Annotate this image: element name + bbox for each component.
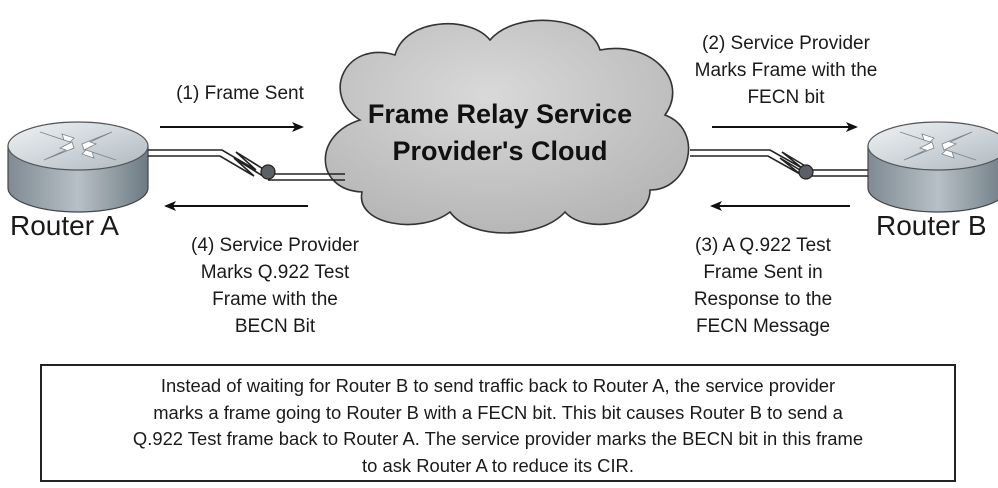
router-a-label: Router A xyxy=(10,210,119,241)
step4-line: Marks Q.922 Test xyxy=(200,262,350,283)
step4-label: (4) Service Provider Marks Q.922 Test Fr… xyxy=(140,232,410,340)
step4-line: (4) Service Provider xyxy=(191,235,359,256)
step3-line: (3) A Q.922 Test xyxy=(695,235,831,256)
cloud-label-line2: Provider's Cloud xyxy=(392,136,608,166)
step4-line: BECN Bit xyxy=(234,316,316,337)
caption-box: Instead of waiting for Router B to send … xyxy=(40,364,956,482)
step3-label: (3) A Q.922 Test Frame Sent in Response … xyxy=(648,232,878,340)
cloud-label: Frame Relay Service Provider's Cloud xyxy=(330,96,670,170)
caption-line: Q.922 Test frame back to Router A. The s… xyxy=(132,428,864,449)
step3-line: FECN Message xyxy=(695,316,831,337)
provider-cloud xyxy=(324,19,690,234)
step2-label: (2) Service Provider Marks Frame with th… xyxy=(656,30,916,111)
step2-line: FECN bit xyxy=(747,87,825,108)
step2-line: (2) Service Provider xyxy=(702,33,870,54)
cloud-label-line1: Frame Relay Service xyxy=(367,99,633,129)
router-b-icon xyxy=(867,121,998,213)
router-b-label: Router B xyxy=(876,210,987,241)
link-b-connector xyxy=(798,164,814,180)
caption-line: marks a frame going to Router B with a F… xyxy=(153,401,843,423)
serial-link-a xyxy=(148,149,345,181)
step3-line: Frame Sent in xyxy=(703,262,823,283)
caption-line: to ask Router A to reduce its CIR. xyxy=(362,454,634,476)
step1-line: (1) Frame Sent xyxy=(176,83,304,104)
step3-line: Response to the xyxy=(693,289,833,310)
serial-link-b xyxy=(690,149,868,177)
caption-line: Instead of waiting for Router B to send … xyxy=(160,375,836,396)
step4-line: Frame with the xyxy=(212,289,338,310)
caption-text: Instead of waiting for Router B to send … xyxy=(58,373,938,479)
router-a-icon xyxy=(7,121,149,213)
step1-label: (1) Frame Sent xyxy=(140,80,340,107)
link-a-connector xyxy=(260,164,276,180)
step2-line: Marks Frame with the xyxy=(694,60,878,81)
